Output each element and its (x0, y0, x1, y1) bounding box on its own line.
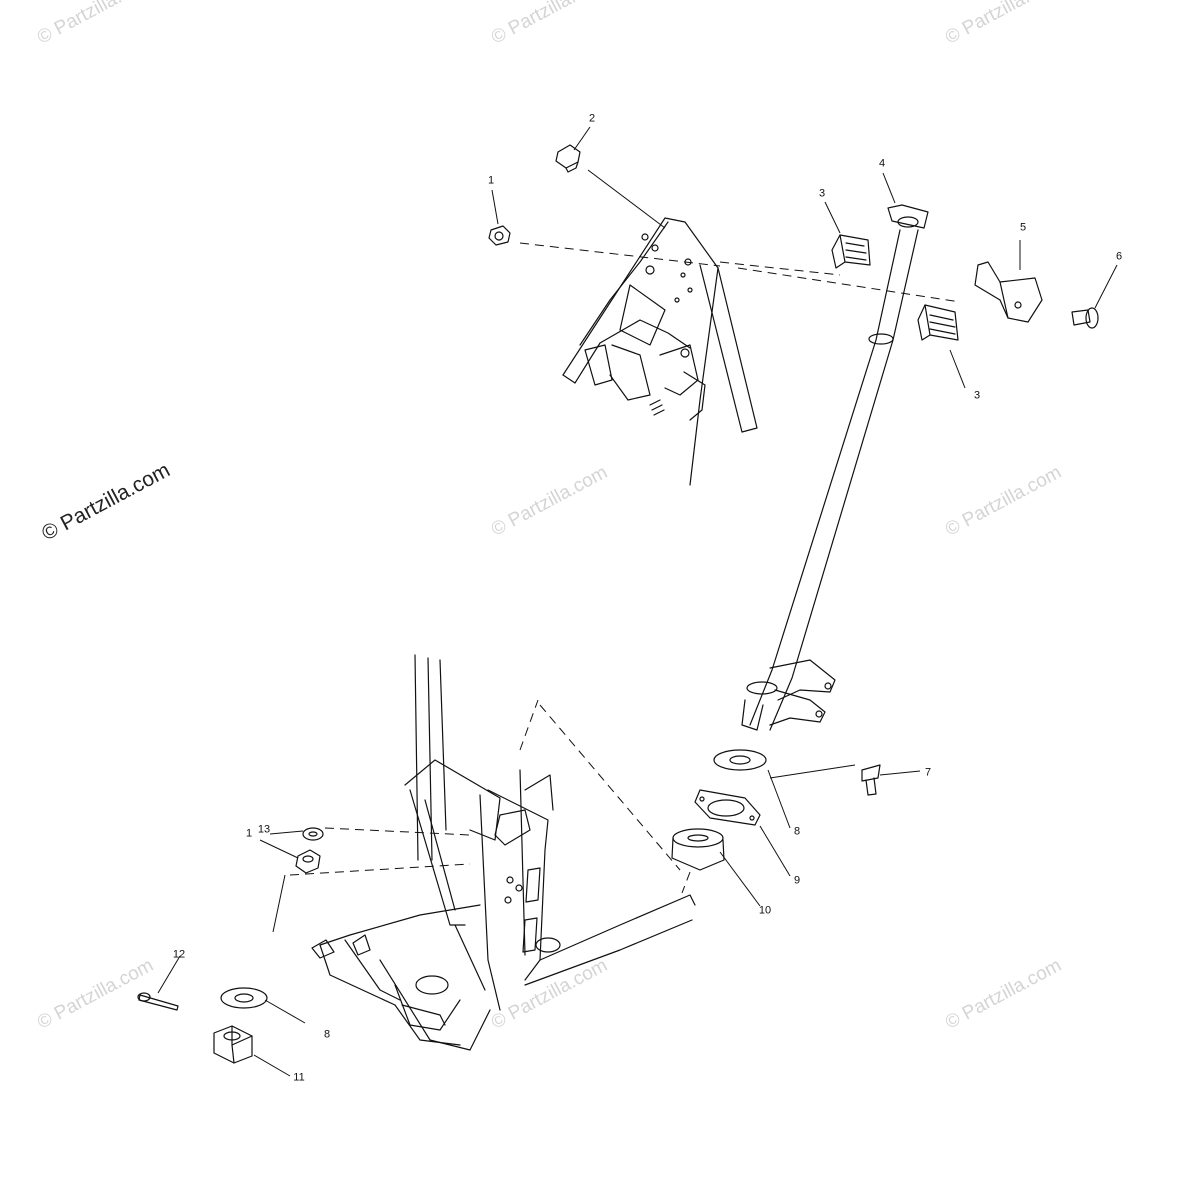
part-2-bolt (555, 144, 581, 173)
callout-1-top: 1 (487, 174, 495, 187)
part-8-washer-left (220, 987, 268, 1009)
callout-3-top: 3 (818, 187, 826, 200)
leader-lines (157, 126, 1118, 1077)
upper-frame-bracket (562, 217, 758, 486)
callout-9: 9 (793, 874, 801, 887)
callout-10: 10 (758, 904, 772, 917)
part-8-washer-right (713, 749, 767, 771)
callout-7: 7 (924, 766, 932, 779)
callout-5: 5 (1019, 221, 1027, 234)
part-6-bolt (1071, 307, 1099, 329)
part-7-rivet (861, 764, 881, 796)
part-1-nut-bottom (295, 849, 321, 874)
callout-12: 12 (172, 948, 186, 961)
part-3-bushing-bottom (917, 304, 959, 341)
part-9-flange (694, 789, 761, 826)
callout-11: 11 (293, 1071, 305, 1084)
part-3-bushing-top (831, 234, 871, 269)
part-12-cotter-pin (137, 992, 179, 1011)
callout-2: 2 (588, 112, 596, 125)
steering-post (741, 204, 929, 731)
callout-1-bottom: 1 (245, 827, 253, 840)
part-10-bushing (671, 828, 725, 871)
callout-4: 4 (878, 157, 886, 170)
callout-8-right: 8 (793, 825, 801, 838)
part-13-washer (302, 827, 324, 841)
callout-13: 13 (257, 823, 271, 836)
callout-3-bottom: 3 (973, 389, 981, 402)
callout-6: 6 (1115, 250, 1123, 263)
part-5-clamp (974, 261, 1043, 323)
part-1-nut-top (488, 225, 511, 246)
assembly-lines (289, 242, 961, 894)
callout-8-left: 8 (323, 1028, 331, 1041)
lower-frame (311, 654, 696, 1051)
part-11-castle-nut (213, 1025, 253, 1064)
